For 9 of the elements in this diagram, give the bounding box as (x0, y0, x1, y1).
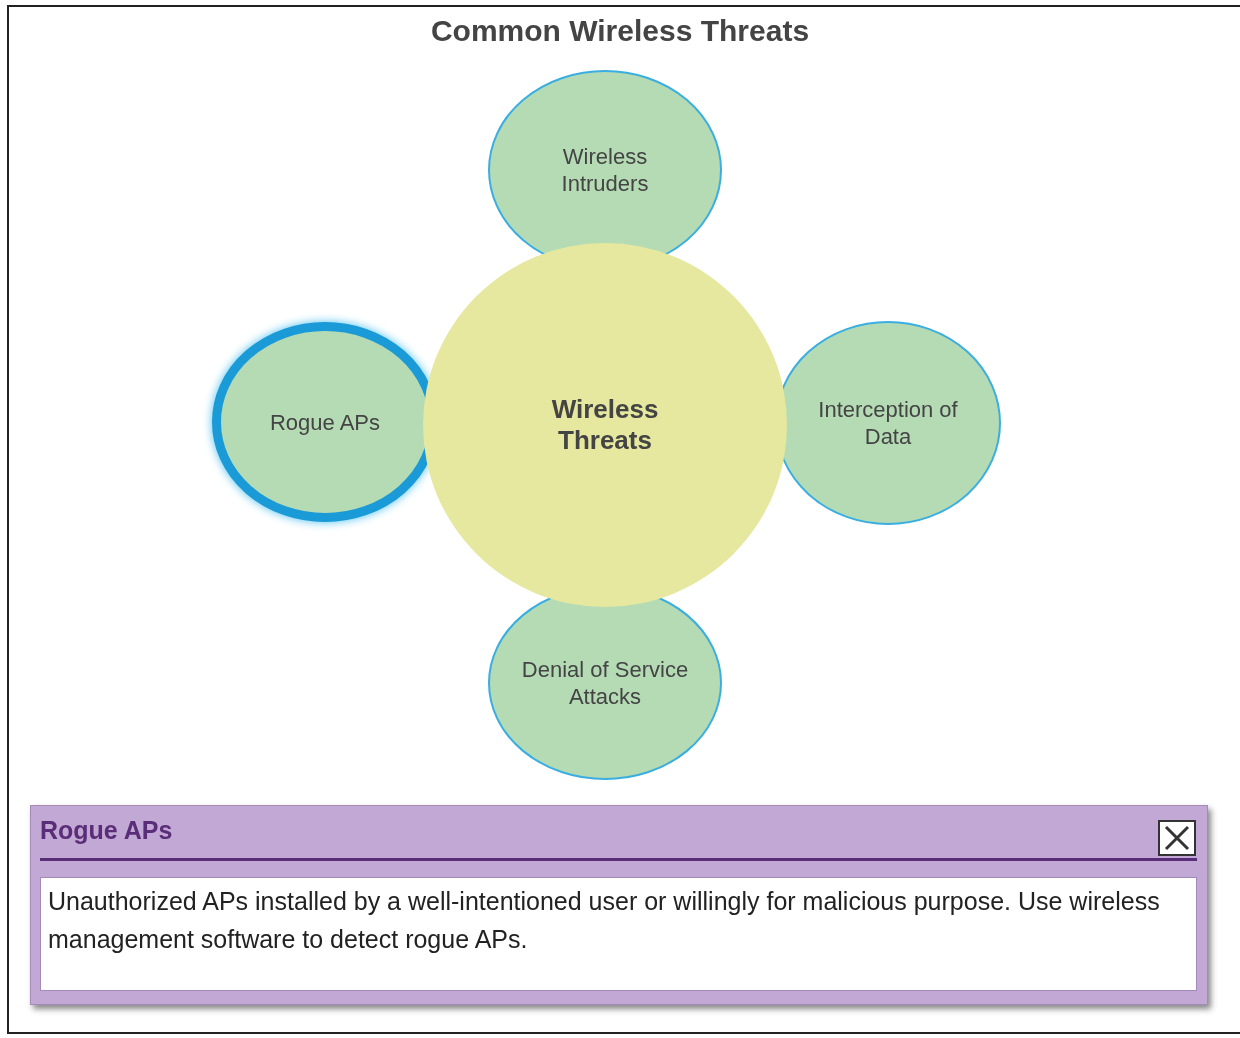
node-label: Wireless Threats (550, 394, 660, 456)
node-label: Wireless Intruders (560, 143, 650, 197)
info-panel (30, 805, 1208, 1005)
node-label: Denial of Service Attacks (520, 656, 690, 710)
diagram-title: Common Wireless Threats (429, 14, 811, 48)
panel-heading: Rogue APs (40, 816, 173, 845)
node-label: Interception of Data (817, 396, 959, 450)
node-label: Rogue APs (268, 408, 382, 436)
description-text: Unauthorized APs installed by a well-intentioned user or willingly for malicious purpose. Use wireless management software to detect rogue APs. (48, 886, 1161, 955)
